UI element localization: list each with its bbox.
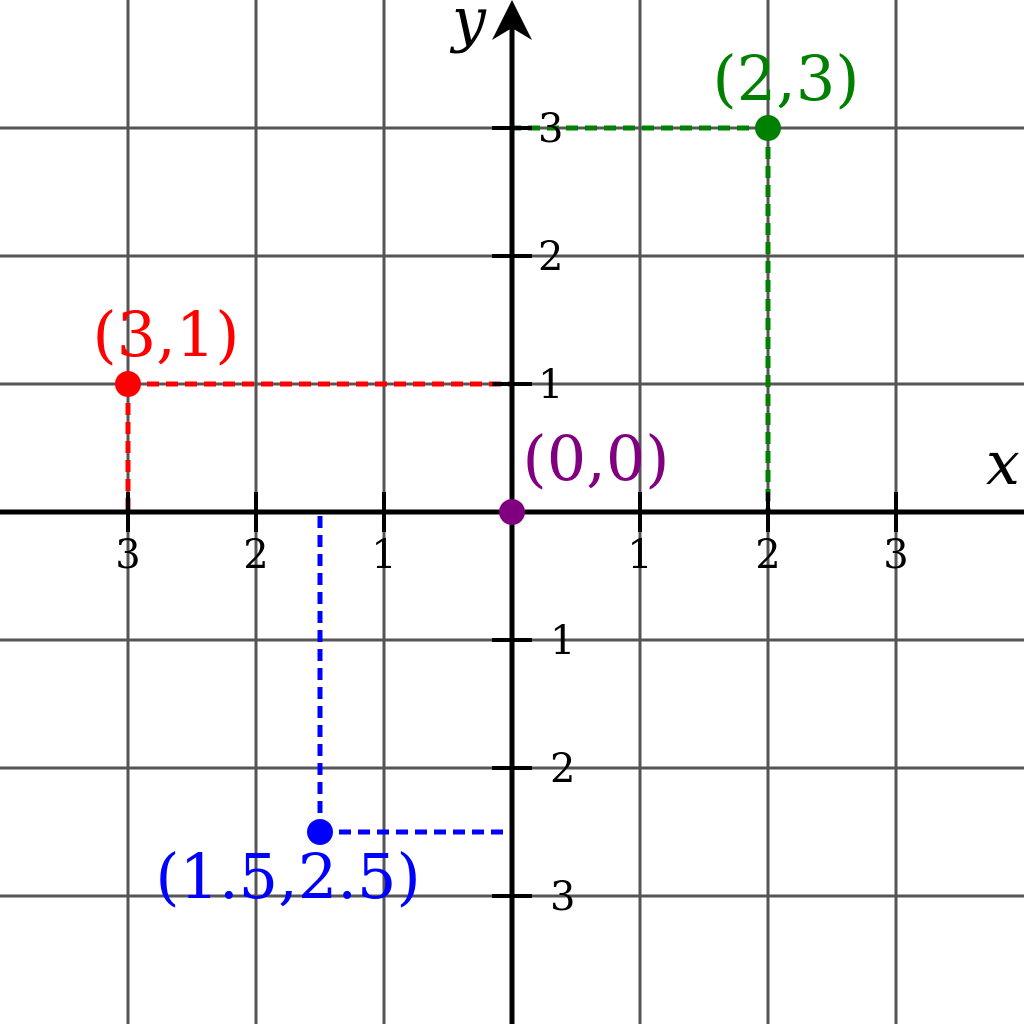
y-tick-label: 2	[538, 234, 563, 280]
point-marker	[307, 819, 333, 845]
x-tick-label: 3	[883, 532, 908, 578]
y-axis-title: y	[449, 0, 487, 55]
point-label: (0,0)	[523, 422, 670, 495]
point-label: (3,1)	[93, 298, 240, 371]
y-tick-label: 1	[538, 362, 563, 408]
point-marker	[115, 371, 141, 397]
x-tick-label: 2	[755, 532, 780, 578]
points	[115, 115, 781, 845]
point-marker	[499, 499, 525, 525]
y-tick-label: 1	[550, 618, 575, 664]
y-tick-label: 3	[550, 874, 575, 920]
x-tick-label: 2	[243, 532, 268, 578]
point-label: (1.5,2.5)	[155, 840, 420, 913]
y-tick-label: 2	[550, 746, 575, 792]
x-axis-title: x	[986, 429, 1020, 499]
point-marker	[755, 115, 781, 141]
x-tick-label: 1	[371, 532, 396, 578]
tick-labels: 3 2 1 1 2 3 3 2 1 1 2 3	[115, 106, 908, 920]
ticks	[126, 126, 898, 898]
point-labels: (2,3) (3,1) (0,0) (1.5,2.5)	[93, 42, 860, 913]
y-tick-label: 3	[538, 106, 563, 152]
point-label: (2,3)	[713, 42, 860, 115]
y-axis-arrowhead	[492, 0, 532, 40]
x-tick-label: 3	[115, 532, 140, 578]
guide-lines	[125, 125, 771, 835]
x-tick-label: 1	[627, 532, 652, 578]
